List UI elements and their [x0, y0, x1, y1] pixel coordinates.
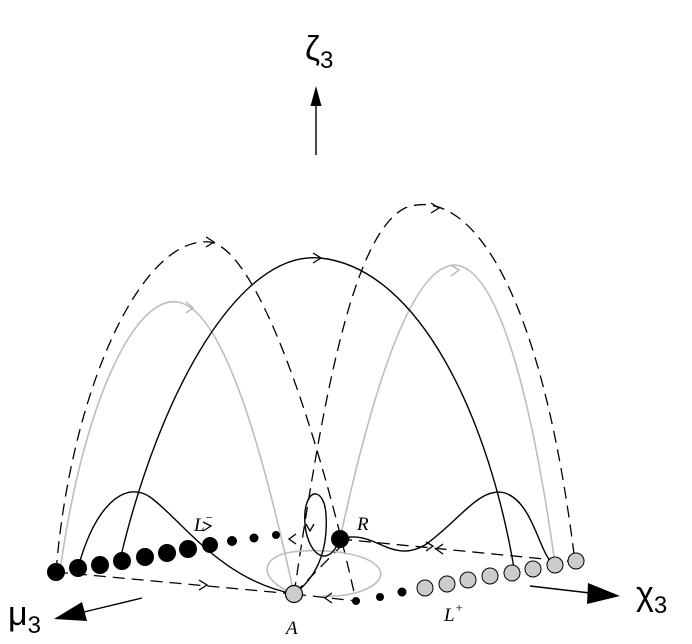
- mu3-label: μ3: [8, 595, 41, 639]
- chi3-axis: [529, 583, 620, 604]
- label-l-plus: L+: [443, 600, 463, 626]
- l-plus-dots: [352, 552, 585, 605]
- point-a: [284, 584, 304, 604]
- label-a: A: [284, 618, 298, 639]
- point-r: [331, 530, 349, 548]
- zeta3-label: ζ3: [305, 30, 333, 74]
- label-l-minus: L−: [193, 510, 213, 536]
- direction-arrows: [185, 202, 461, 604]
- dashed-arcs: [55, 203, 576, 602]
- mu3-axis: [54, 597, 143, 621]
- black-orbits: [77, 257, 556, 595]
- zeta3-axis: [310, 86, 322, 155]
- chi3-label: χ3: [636, 575, 667, 619]
- gray-arcs: [59, 264, 556, 597]
- l-minus-dots: [47, 531, 280, 581]
- label-r: R: [356, 514, 369, 535]
